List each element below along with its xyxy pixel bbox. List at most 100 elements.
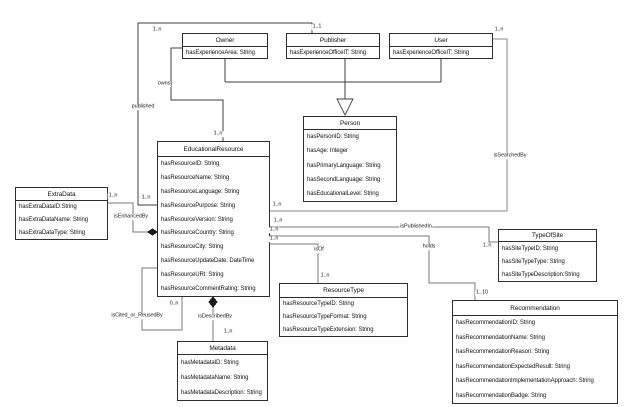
edge-label-isOf: 1..n [268, 235, 280, 242]
edge-label-isSearchedBy: 1..n [493, 26, 505, 33]
class-attribute: hasRecommendationBadge: String [456, 392, 547, 399]
class-attribute: hasSecondLanguage: String [307, 176, 381, 183]
class-attribute: hasRecommendationID: String [456, 320, 536, 327]
edge-label-published: published [130, 103, 156, 110]
class-attribute: hasRecommendationReason: String [456, 349, 550, 356]
class-attributes: hasExperienceOfficeIT: String [390, 47, 492, 58]
generalization-arrow-icon [336, 98, 354, 117]
class-title: Publisher [287, 34, 379, 47]
class-attributes: hasResourceID: String hasResourceName: St… [158, 157, 269, 296]
class-attribute: hasEducationalLevel: String [307, 190, 379, 197]
class-title: ExtraData [16, 188, 107, 201]
edge-label-isSearchedBy: 1..n [271, 201, 283, 208]
class-attribute: hasRecommendationImplementationApproach:… [456, 378, 594, 385]
connector-isPublishedIn [270, 226, 498, 243]
edge-label-isPublishedIn: 1..n [272, 217, 284, 224]
class-title: User [390, 34, 492, 47]
class-attribute: hasResourceCommentRating: String [161, 286, 256, 293]
edge-label-owns: 1..n [151, 26, 163, 33]
class-attribute: hasExperienceOfficeIT: String [290, 49, 367, 56]
edge-label-isSearchedBy: isSearchedBy [492, 152, 528, 159]
class-attribute: hasSiteTypeType: String [502, 258, 565, 265]
class-attribute: hasMetadataID: String [181, 359, 239, 366]
class-user: User hasExperienceOfficeIT: String [389, 33, 493, 59]
connector-isCited_or_ReusedBy [141, 267, 183, 331]
class-attribute: hasRecommendationName: String [456, 334, 545, 341]
class-title: ResourceType [280, 284, 407, 298]
edge-label-owns: owns [156, 80, 172, 87]
class-attribute: hasResourceID: String [161, 160, 220, 167]
composition-diamond-isEnhancedBy [147, 228, 158, 236]
class-title: Metadata [178, 342, 267, 355]
class-attribute: hasExperienceOfficeIT: String [393, 49, 470, 56]
composition-diamond-isDescribedBy [208, 296, 218, 308]
class-attribute: hasResourceVersion: String [161, 216, 233, 223]
class-attribute: hasPrimaryLanguage: String [307, 162, 381, 169]
class-attribute: hasExperienceArea: String [186, 49, 255, 56]
connector-isSearchedBy [270, 38, 508, 212]
class-attribute: hasExtraDataName: String [19, 217, 88, 223]
edge-label-isCited_or_ReusedBy: isCited_or_ReusedBy [110, 312, 164, 319]
class-title: Owner [183, 34, 267, 47]
edge-label-isPublishedIn: isPublishedIn [399, 223, 433, 230]
edge-label-owns: 1..n [212, 130, 224, 137]
edge-label-holds: 1..n [268, 226, 280, 233]
class-attribute: hasAge: Integer [307, 148, 348, 155]
class-attribute: hasResourceTypeExtension: String [283, 326, 374, 333]
class-attribute: hasResourceLanguage: String [161, 188, 240, 195]
edge-label-isOf: isOf [313, 246, 325, 253]
class-attribute: hasResourceName: String [161, 174, 230, 181]
class-title: Person [304, 117, 396, 130]
class-attributes: hasExtraDataID:String hasExtraDataName: S… [16, 201, 107, 239]
connector-holds [270, 235, 476, 300]
edge-label-isEnhancedBy: isEnhancedBy [113, 213, 149, 220]
class-attribute: hasExtraDataType: String [19, 229, 85, 236]
edge-label-published: 1..n [140, 194, 152, 201]
class-attribute: hasResourceTypeID: String [283, 301, 354, 308]
edge-label-holds: 1..10 [475, 289, 489, 296]
class-attribute: hasPersonID: String [307, 134, 359, 141]
class-attribute: hasResourcePurpose: String [161, 202, 236, 209]
edge-label-isOf: 1..n [319, 272, 331, 279]
class-attributes: hasExperienceArea: String [183, 47, 267, 58]
class-attribute: hasResourceURI: String [161, 272, 224, 279]
class-attribute: hasSiteTypeID: String [502, 245, 558, 252]
edge-label-published: 1..1 [311, 23, 323, 30]
class-title: EducationalResource [158, 142, 269, 157]
connector-owns [170, 47, 224, 141]
class-attribute: hasExtraDataID:String [19, 204, 77, 211]
class-attribute: hasResourceCountry: String [161, 230, 234, 237]
class-attribute: hasResourceTypeFormat: String [283, 314, 367, 320]
class-attribute: hasSiteTypeDescription:String [502, 271, 580, 278]
class-publisher: Publisher hasExperienceOfficeIT: String [286, 33, 380, 59]
class-title: Recommendation [453, 301, 617, 316]
class-attributes: hasExperienceOfficeIT: String [287, 47, 379, 58]
class-attributes: hasMetadataID: String hasMetadataName: St… [178, 355, 267, 400]
edge-label-holds: holds [421, 243, 437, 250]
class-attributes: hasResourceTypeID: String hasResourceType… [280, 298, 407, 336]
edge-label-isDescribedBy: 1..n [222, 328, 234, 335]
class-attributes: hasPersonID: String hasAge: Integer hasPri… [304, 130, 396, 201]
class-attribute: hasMetadataName: String [181, 374, 249, 381]
class-owner: Owner hasExperienceArea: String [182, 33, 268, 59]
class-attribute: hasResourceCity: String [161, 244, 224, 251]
class-title: TypeOfSite [499, 230, 596, 242]
class-attribute: hasRecommendationExpectedResult: String [456, 363, 570, 370]
class-attributes: hasRecommendationID: String hasRecommenda… [453, 316, 617, 403]
class-attributes: hasSiteTypeID: String hasSiteTypeType: St… [499, 242, 596, 281]
edge-label-isCited_or_ReusedBy: 0..n [168, 300, 180, 307]
class-attribute: hasResourceUpdateDate: DateTime [161, 258, 255, 265]
edge-label-isEnhancedBy: 1..n [107, 192, 119, 199]
edge-label-isPublishedIn: 1..n [481, 242, 493, 249]
connector-isOf [270, 243, 319, 283]
edge-label-isDescribedBy: isDescribedBy [197, 313, 233, 320]
class-person: Person hasPersonID: String hasAge: Integer… [303, 116, 397, 202]
